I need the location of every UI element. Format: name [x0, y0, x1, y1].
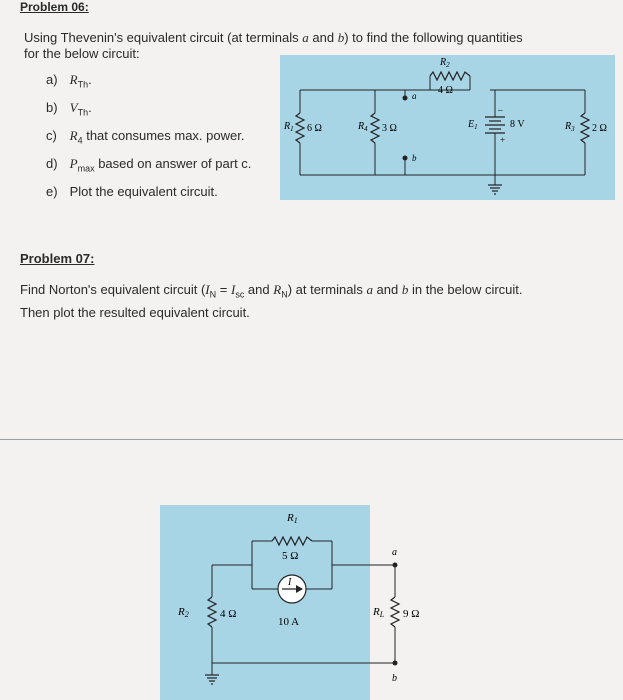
problem-07-circuit: R1 5 Ω I 10 A R2 4 Ω RL 9 Ω a b [160, 505, 419, 700]
r2-value-07: 4 Ω [220, 608, 236, 620]
source-label: I [287, 577, 292, 588]
term-b-label: b [412, 153, 417, 163]
term-a-label-07: a [392, 547, 397, 558]
svg-text:RL: RL [372, 606, 385, 619]
e1-battery [485, 116, 505, 134]
e1-value: 8 V [510, 119, 525, 130]
rl-resistor [389, 596, 401, 628]
svg-text:R1: R1 [283, 121, 294, 133]
e1-minus: – [497, 105, 503, 115]
svg-text:R1: R1 [286, 512, 298, 525]
circuit-panel-07 [160, 505, 370, 700]
r3-value: 2 Ω [592, 123, 607, 134]
ground-icon-07 [205, 674, 219, 685]
question-d: d) Pmax based on answer of part c. [46, 156, 252, 174]
problem-06-intro: Using Thevenin's equivalent circuit (at … [24, 30, 523, 61]
rl-value: 9 Ω [403, 608, 419, 620]
e1-plus: + [500, 135, 505, 145]
r2-resistor [429, 70, 471, 82]
question-c: c) R4 that consumes max. power. [46, 128, 245, 146]
circuit-panel [280, 55, 615, 200]
section-divider [0, 439, 623, 440]
question-a: a) RTh. [46, 72, 92, 90]
problem-06-title: Problem 06: [20, 0, 89, 14]
r4-value: 3 Ω [382, 123, 397, 134]
r4-resistor [369, 112, 381, 144]
term-b-label-07: b [392, 673, 397, 684]
problem-06-questions: a) RTh. b) VTh. c) R4 that consumes max.… [46, 72, 251, 212]
r1-value: 6 Ω [307, 123, 322, 134]
term-a-label: a [412, 91, 417, 101]
terminal-b-07 [392, 660, 398, 666]
question-e: e) Plot the equivalent circuit. [46, 184, 218, 199]
ground-icon [488, 184, 502, 195]
r1-resistor [294, 112, 306, 144]
terminal-a-07 [392, 562, 398, 568]
svg-text:R3: R3 [564, 121, 575, 133]
current-source-icon [277, 574, 307, 604]
r2-resistor-07 [206, 596, 218, 628]
r1-value-07: 5 Ω [282, 550, 298, 562]
svg-text:R4: R4 [357, 121, 368, 133]
svg-text:R2: R2 [439, 57, 450, 69]
question-b: b) VTh. [46, 100, 92, 118]
source-value: 10 A [278, 616, 299, 628]
problem-06-circuit: R1 6 Ω R4 3 Ω R2 4 Ω E1 8 V + – R3 2 Ω a… [280, 55, 615, 200]
svg-text:E1: E1 [467, 119, 478, 131]
problem-07-title: Problem 07: [20, 251, 95, 266]
r1-resistor-07 [271, 535, 313, 547]
svg-text:R2: R2 [177, 606, 189, 619]
r3-resistor [579, 112, 591, 144]
terminal-b [402, 155, 408, 161]
problem-07-text: Find Norton's equivalent circuit (IN = I… [20, 282, 523, 320]
r2-value: 4 Ω [438, 85, 453, 96]
terminal-a [402, 95, 408, 101]
